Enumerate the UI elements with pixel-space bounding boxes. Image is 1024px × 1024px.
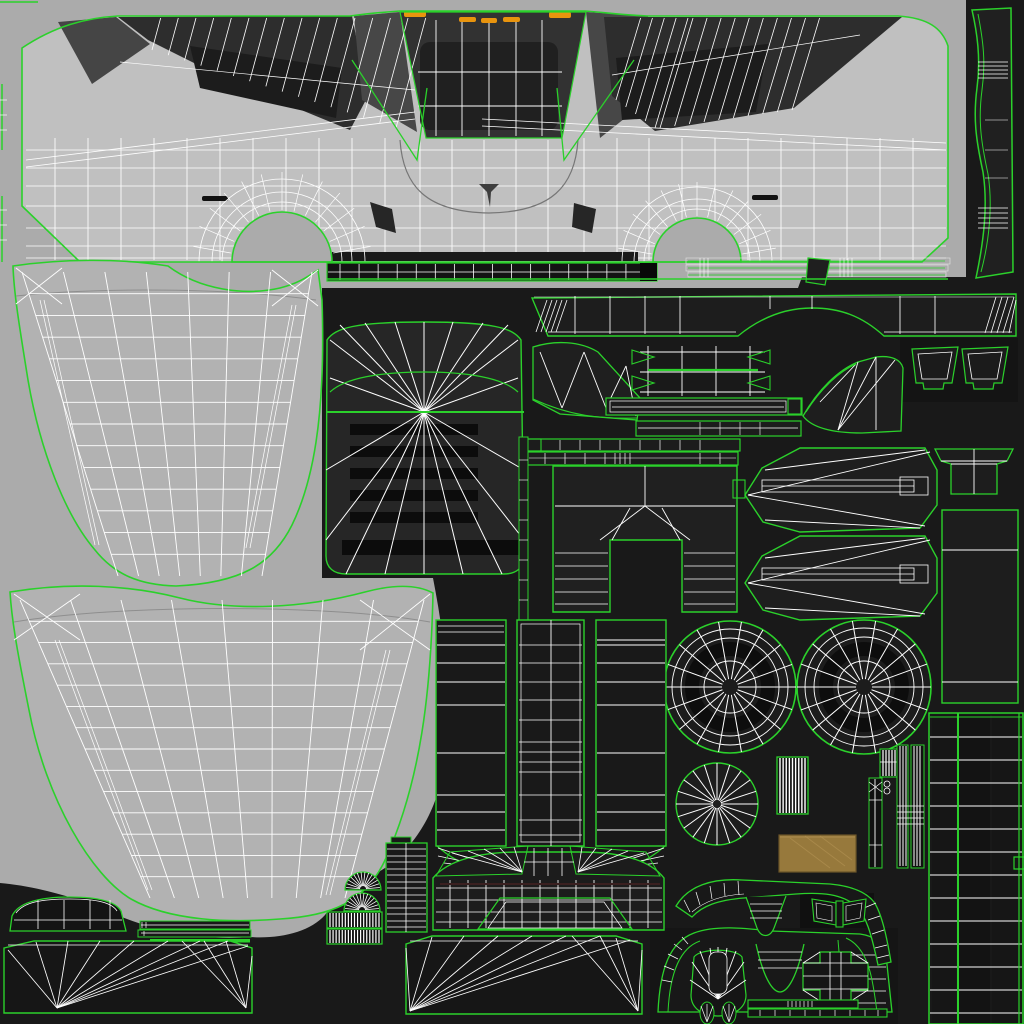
interior-rect-panel — [941, 509, 1019, 704]
seat-back-panel — [552, 465, 738, 613]
hub-fan-disc — [675, 762, 759, 846]
bracket-t-block — [933, 448, 1015, 495]
bowtie-bracket — [811, 898, 867, 928]
edge-strip-f — [518, 436, 529, 621]
hood-panel — [9, 585, 434, 922]
leather-swatch — [778, 834, 857, 873]
trim-strip-d — [526, 438, 741, 452]
small-striped-block — [879, 748, 901, 795]
tire-tread-panel — [928, 712, 1024, 1024]
wheel-arch-liner-strip — [675, 879, 892, 966]
armrest-panel-upper — [732, 447, 938, 533]
door-sill-columns — [435, 619, 667, 873]
fender-arch-strip — [530, 293, 1017, 337]
mirror-arm-panel — [802, 355, 904, 434]
edge-bracket-right — [1013, 856, 1024, 870]
trunk-lid-panel — [12, 259, 324, 587]
trim-strip-long — [605, 397, 803, 416]
ladder-strip — [385, 836, 428, 933]
tick-strips-bottom — [747, 999, 888, 1018]
layered-trim-strips — [137, 920, 252, 943]
diffuser-fan-center — [405, 935, 643, 1015]
trim-strip-c — [635, 420, 802, 437]
frame-edge-ticks — [0, 1, 38, 262]
rail-striped-block — [776, 756, 809, 815]
spoiler-cap — [9, 896, 127, 932]
car-body-side-panel — [21, 10, 949, 263]
diffuser-fan-left — [3, 940, 253, 1014]
rear-bumper-panel — [432, 845, 665, 931]
vent-half-discs — [343, 871, 382, 912]
mirror-bases — [911, 346, 1009, 390]
cross-brace-ladder — [631, 346, 771, 396]
trim-strip-e — [526, 451, 739, 466]
wheel-rim-left — [663, 620, 797, 754]
right-edge-curved-strip — [971, 7, 1014, 279]
narrow-column-piece — [868, 777, 883, 869]
rocker-sill-strip — [326, 257, 951, 286]
barcode-grille-block — [326, 911, 383, 945]
armrest-panel-lower — [744, 535, 938, 621]
wheel-rim-right — [796, 619, 932, 755]
thin-striped-columns — [896, 744, 925, 869]
frunk-tub-panel — [325, 321, 525, 575]
